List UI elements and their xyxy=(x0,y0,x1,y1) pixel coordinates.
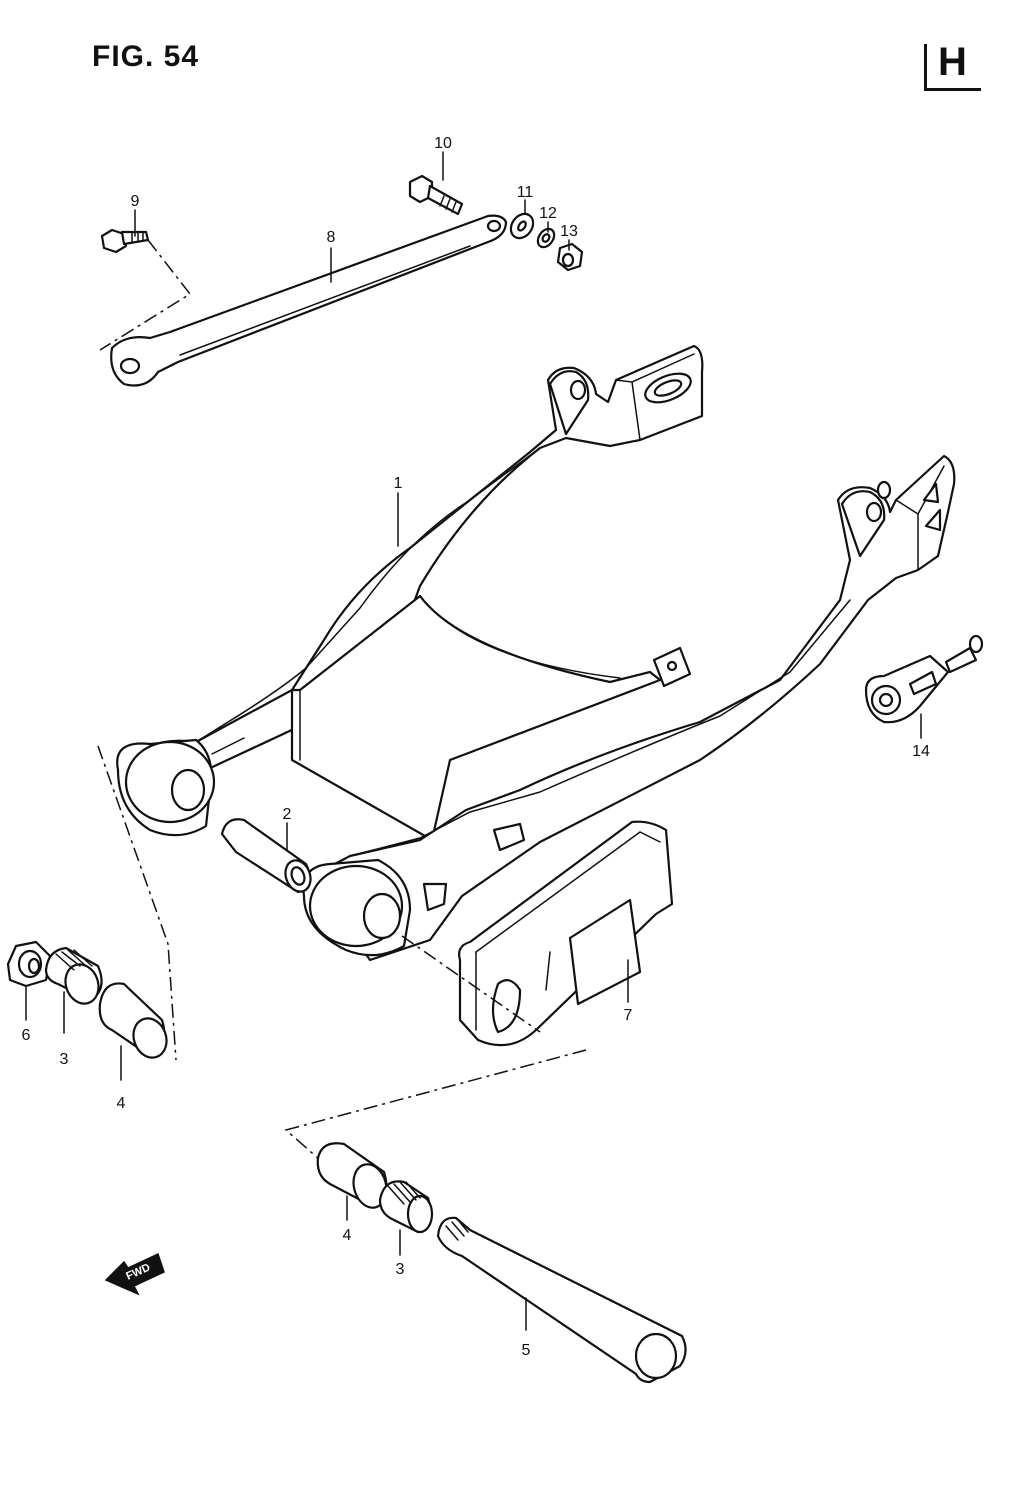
callout-11: 11 xyxy=(517,184,534,201)
bolt-part-10 xyxy=(408,174,464,216)
nut-part-13 xyxy=(556,242,584,272)
torque-link-part-8 xyxy=(110,214,508,387)
callout-10: 10 xyxy=(434,135,452,152)
callout-8: 8 xyxy=(327,229,336,246)
callout-4-lower: 4 xyxy=(343,1227,352,1244)
chain-adjuster-part-14 xyxy=(864,634,984,724)
callout-14: 14 xyxy=(912,743,930,760)
assembly-line-part-9 xyxy=(99,239,192,351)
assembly-line-lower xyxy=(284,1049,587,1161)
callout-7: 7 xyxy=(624,1007,633,1024)
callout-1: 1 xyxy=(394,475,403,492)
callout-5: 5 xyxy=(522,1342,531,1359)
callout-numbers: 1 2 3 3 4 4 5 6 7 8 9 10 11 12 13 14 xyxy=(22,135,930,1359)
callout-4-left: 4 xyxy=(117,1095,126,1112)
swingarm-part-1 xyxy=(116,344,956,962)
needle-bearing-part-3-lower xyxy=(378,1180,434,1234)
leader-lines xyxy=(25,151,922,1331)
callout-12: 12 xyxy=(539,205,557,222)
section-letter: H xyxy=(938,40,967,84)
bolt-part-9 xyxy=(100,228,150,254)
pivot-spacer-part-2 xyxy=(220,818,312,894)
chain-guard-part-7 xyxy=(458,820,674,1047)
lock-washer-part-12 xyxy=(536,227,556,249)
figure-title: FIG. 54 xyxy=(92,40,200,73)
callout-9: 9 xyxy=(131,193,140,210)
callout-13: 13 xyxy=(560,223,578,240)
callout-2: 2 xyxy=(283,806,292,823)
callout-3-left: 3 xyxy=(60,1051,69,1068)
section-marker-box xyxy=(924,44,981,91)
needle-bearing-part-3-left xyxy=(44,946,103,1005)
assembly-line-left-pivot xyxy=(97,745,177,1061)
callout-6: 6 xyxy=(22,1027,31,1044)
forward-direction-arrow: FWD xyxy=(104,1252,165,1296)
nut-part-6 xyxy=(6,940,52,988)
assembly-line-pivot xyxy=(401,935,541,1033)
callout-3-lower: 3 xyxy=(396,1261,405,1278)
washer-part-11 xyxy=(509,212,535,240)
pivot-shaft-part-5 xyxy=(436,1216,687,1384)
bushing-part-4-left xyxy=(98,982,168,1059)
